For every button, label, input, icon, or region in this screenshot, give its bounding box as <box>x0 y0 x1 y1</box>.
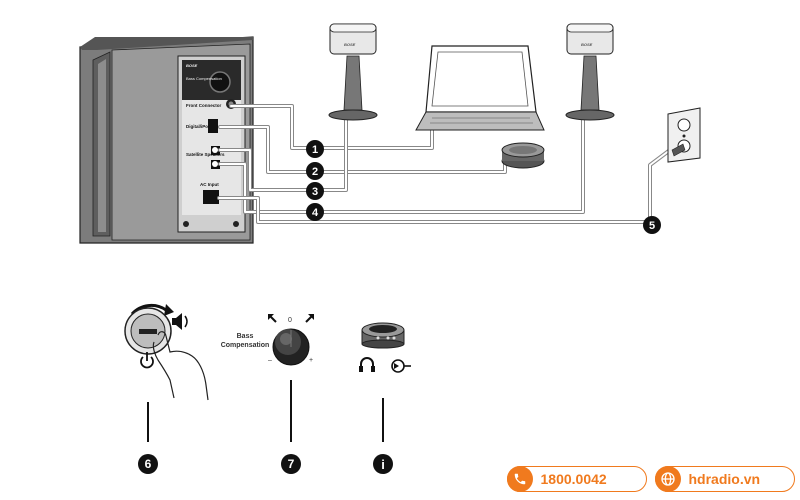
callout-6: 6 <box>138 454 158 474</box>
power-volume-control <box>124 303 209 442</box>
aux-input-icon <box>391 359 411 373</box>
laptop <box>415 45 545 131</box>
panel-digital-label: Digital/iPod <box>186 124 211 129</box>
bass-label-line1: Bass <box>237 333 254 340</box>
wall-outlet <box>667 107 701 163</box>
svg-text:4: 4 <box>312 207 319 219</box>
left-speaker-logo: BOSE <box>344 42 356 47</box>
svg-text:6: 6 <box>145 457 152 471</box>
panel-bass-label: Bass Compensation <box>186 76 222 81</box>
svg-text:5: 5 <box>649 220 655 232</box>
volume-icon <box>172 313 188 330</box>
svg-text:7: 7 <box>288 457 295 471</box>
right-satellite-speaker: BOSE <box>565 23 615 121</box>
bass-knob-rear <box>209 71 231 93</box>
bass-label-line2: Compensation <box>221 342 270 349</box>
svg-text:1: 1 <box>312 144 318 156</box>
acoustic-module: BOSE Bass Compensation Front Connector D… <box>79 36 254 244</box>
panel-ac-label: AC Input <box>200 182 219 187</box>
callout-3: 3 <box>306 182 324 200</box>
panel-satellite-label: Satellite Speakers <box>186 152 225 157</box>
left-satellite-speaker: BOSE <box>328 23 378 121</box>
phone-icon <box>506 466 533 492</box>
bass-plus-mark: + <box>309 357 313 364</box>
globe-icon <box>654 466 681 492</box>
svg-text:2: 2 <box>312 166 318 178</box>
svg-text:3: 3 <box>312 186 318 198</box>
panel-front-label: Front Connector <box>186 103 221 108</box>
right-speaker-logo: BOSE <box>581 42 593 47</box>
callout-1: 1 <box>306 140 324 158</box>
phone-badge[interactable]: 1800.0042 <box>506 466 647 492</box>
cables <box>217 104 672 224</box>
phone-number: 1800.0042 <box>540 471 607 487</box>
bass-compensation-control: Bass Compensation 0 – + <box>221 314 314 442</box>
callout-4: 4 <box>306 203 324 221</box>
bass-minus-mark: – <box>268 357 272 364</box>
website-badge[interactable]: hdradio.vn <box>654 466 795 492</box>
callout-7: 7 <box>281 454 301 474</box>
panel-logo: BOSE <box>186 63 198 68</box>
pressing-hand <box>152 331 209 401</box>
bass-zero-mark: 0 <box>288 317 292 324</box>
control-pod-detail <box>359 322 411 442</box>
callout-5: 5 <box>643 216 661 234</box>
control-pod <box>501 142 545 169</box>
info-callout: i <box>373 454 393 474</box>
callout-2: 2 <box>306 162 324 180</box>
website-url: hdradio.vn <box>688 471 761 487</box>
power-icon <box>140 352 154 369</box>
svg-text:i: i <box>381 457 385 472</box>
headphone-icon <box>359 357 375 372</box>
